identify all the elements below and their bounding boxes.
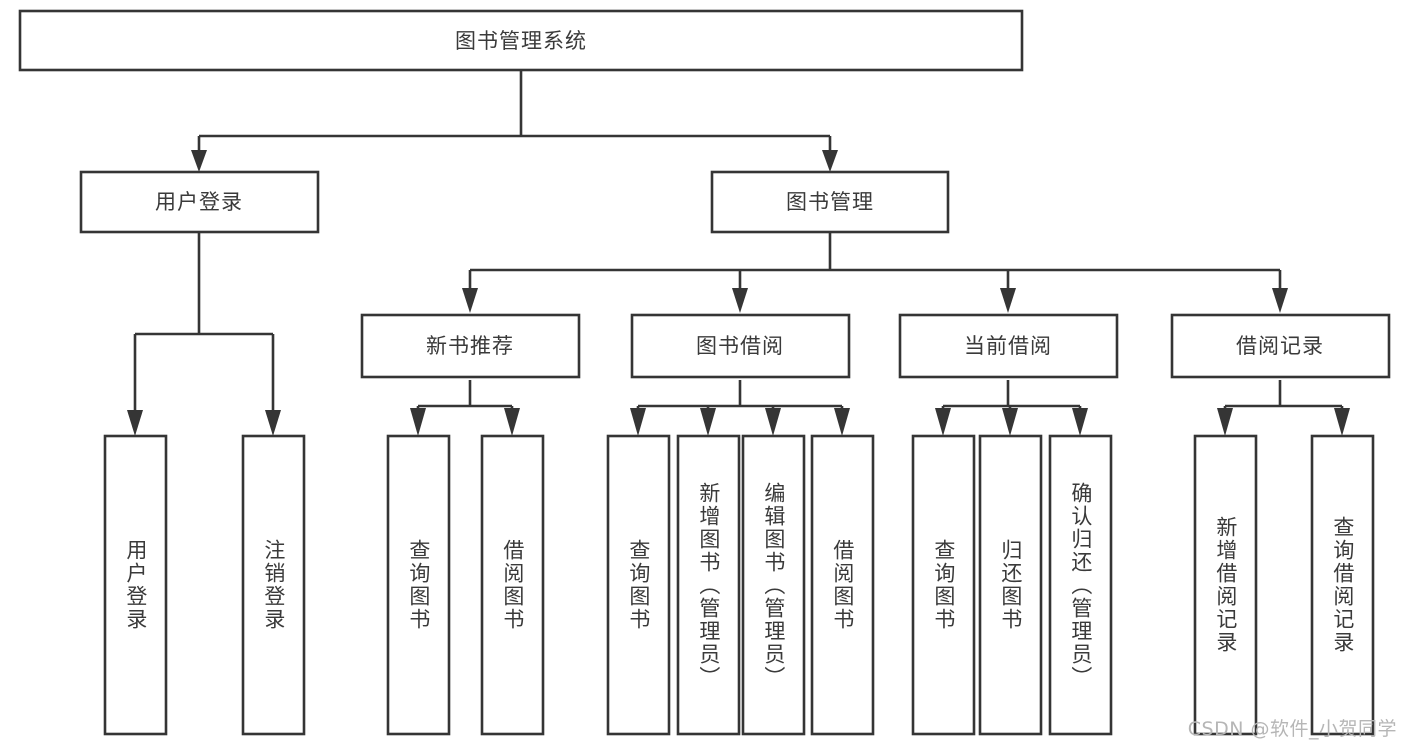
- node-book-manage-label: 图书管理: [786, 190, 874, 214]
- leaf-current-borrow-3-box[interactable]: [1048, 434, 1113, 736]
- leaf-current-borrow-1-label: 查询图书: [931, 539, 956, 631]
- leaf-book-borrow-2-label: 新增图书（管理员）: [696, 481, 721, 689]
- node-book-borrow[interactable]: 图书借阅: [630, 313, 851, 379]
- node-book-manage-box[interactable]: [710, 170, 950, 234]
- connector-group-root: [191, 70, 838, 172]
- leaf-borrow-record-1-label: 新增借阅记录: [1213, 516, 1238, 654]
- leaf-borrow-record-2-label: 查询借阅记录: [1330, 516, 1355, 654]
- leaf-book-borrow-4-label: 借阅图书: [830, 539, 855, 631]
- arrow-head-login-leaf-1: [127, 410, 143, 436]
- leaf-book-borrow-4[interactable]: 借阅图书: [810, 434, 875, 736]
- leaf-borrow-record-2-box[interactable]: [1310, 434, 1375, 736]
- leaf-new-book-2-label: 借阅图书: [500, 539, 525, 631]
- node-current-borrow-label: 当前借阅: [964, 334, 1052, 358]
- arrow-head-currentborrow-leaf-1: [935, 408, 951, 436]
- leaf-borrow-record-1[interactable]: 新增借阅记录: [1193, 434, 1258, 736]
- leaf-current-borrow-2[interactable]: 归还图书: [978, 434, 1043, 736]
- arrow-head-root-to-manage: [822, 150, 838, 172]
- leaf-current-borrow-1[interactable]: 查询图书: [911, 434, 976, 736]
- arrow-head-newbook-leaf-2: [504, 408, 520, 436]
- leaf-current-borrow-3-label: 确认归还（管理员）: [1068, 481, 1093, 689]
- leaf-book-borrow-1[interactable]: 查询图书: [606, 434, 671, 736]
- connector-group-book-manage: [462, 232, 1288, 313]
- node-new-book-box[interactable]: [360, 313, 581, 379]
- connector-group-current-borrow: [935, 380, 1088, 436]
- arrow-head-bookborrow-leaf-4: [834, 408, 850, 436]
- leaf-new-book-2-box[interactable]: [480, 434, 545, 736]
- arrow-head-root-to-login: [191, 150, 207, 172]
- arrow-head-manage-child-1: [462, 288, 478, 313]
- arrow-head-borrowrecord-leaf-2: [1334, 408, 1350, 436]
- leaf-book-borrow-1-box[interactable]: [606, 434, 671, 736]
- node-root-box[interactable]: [18, 9, 1024, 72]
- leaf-book-borrow-2[interactable]: 新增图书（管理员）: [676, 434, 741, 736]
- arrow-head-manage-child-2: [732, 288, 748, 313]
- arrow-head-borrowrecord-leaf-1: [1217, 408, 1233, 436]
- leaf-book-borrow-3-box[interactable]: [741, 434, 806, 736]
- arrow-head-bookborrow-leaf-2: [700, 408, 716, 436]
- leaf-user-login-2-box[interactable]: [241, 434, 306, 736]
- leaf-current-borrow-2-label: 归还图书: [998, 539, 1023, 631]
- node-user-login-box[interactable]: [79, 170, 320, 234]
- connector-group-new-book: [410, 380, 520, 436]
- leaf-user-login-1[interactable]: 用户登录: [103, 434, 168, 736]
- node-new-book[interactable]: 新书推荐: [360, 313, 581, 379]
- leaf-user-login-2-label: 注销登录: [261, 539, 286, 631]
- leaf-new-book-2[interactable]: 借阅图书: [480, 434, 545, 736]
- node-current-borrow-box[interactable]: [898, 313, 1119, 379]
- node-borrow-record-box[interactable]: [1170, 313, 1391, 379]
- leaf-user-login-1-box[interactable]: [103, 434, 168, 736]
- leaf-new-book-1[interactable]: 查询图书: [386, 434, 451, 736]
- connector-group-book-borrow: [630, 380, 850, 436]
- leaf-current-borrow-1-box[interactable]: [911, 434, 976, 736]
- leaf-book-borrow-1-label: 查询图书: [626, 539, 651, 631]
- leaf-book-borrow-4-box[interactable]: [810, 434, 875, 736]
- arrow-head-newbook-leaf-1: [410, 408, 426, 436]
- arrow-head-bookborrow-leaf-1: [630, 408, 646, 436]
- leaf-new-book-1-label: 查询图书: [406, 539, 431, 631]
- node-user-login-label: 用户登录: [155, 190, 243, 214]
- leaf-book-borrow-3-label: 编辑图书（管理员）: [761, 481, 786, 689]
- leaf-user-login-1-label: 用户登录: [123, 539, 148, 631]
- leaf-borrow-record-2[interactable]: 查询借阅记录: [1310, 434, 1375, 736]
- leaf-current-borrow-3[interactable]: 确认归还（管理员）: [1048, 434, 1113, 736]
- node-borrow-record-label: 借阅记录: [1236, 334, 1324, 358]
- node-root[interactable]: 图书管理系统: [18, 9, 1024, 72]
- node-current-borrow[interactable]: 当前借阅: [898, 313, 1119, 379]
- node-borrow-record[interactable]: 借阅记录: [1170, 313, 1391, 379]
- arrow-head-manage-child-4: [1272, 288, 1288, 313]
- node-book-borrow-label: 图书借阅: [696, 334, 784, 358]
- node-user-login[interactable]: 用户登录: [79, 170, 320, 234]
- leaf-book-borrow-2-box[interactable]: [676, 434, 741, 736]
- arrow-head-bookborrow-leaf-3: [765, 408, 781, 436]
- arrow-head-manage-child-3: [1000, 288, 1016, 313]
- node-book-manage[interactable]: 图书管理: [710, 170, 950, 234]
- leaf-new-book-1-box[interactable]: [386, 434, 451, 736]
- node-root-label: 图书管理系统: [455, 29, 587, 53]
- leaf-user-login-2[interactable]: 注销登录: [241, 434, 306, 736]
- arrow-head-login-leaf-2: [265, 410, 281, 436]
- node-book-borrow-box[interactable]: [630, 313, 851, 379]
- leaf-current-borrow-2-box[interactable]: [978, 434, 1043, 736]
- connector-group-borrow-record: [1217, 380, 1350, 436]
- arrow-head-currentborrow-leaf-2: [1002, 408, 1018, 436]
- leaf-book-borrow-3[interactable]: 编辑图书（管理员）: [741, 434, 806, 736]
- arrow-head-currentborrow-leaf-3: [1072, 408, 1088, 436]
- connector-group-user-login: [127, 232, 281, 436]
- leaf-borrow-record-1-box[interactable]: [1193, 434, 1258, 736]
- node-new-book-label: 新书推荐: [426, 334, 514, 358]
